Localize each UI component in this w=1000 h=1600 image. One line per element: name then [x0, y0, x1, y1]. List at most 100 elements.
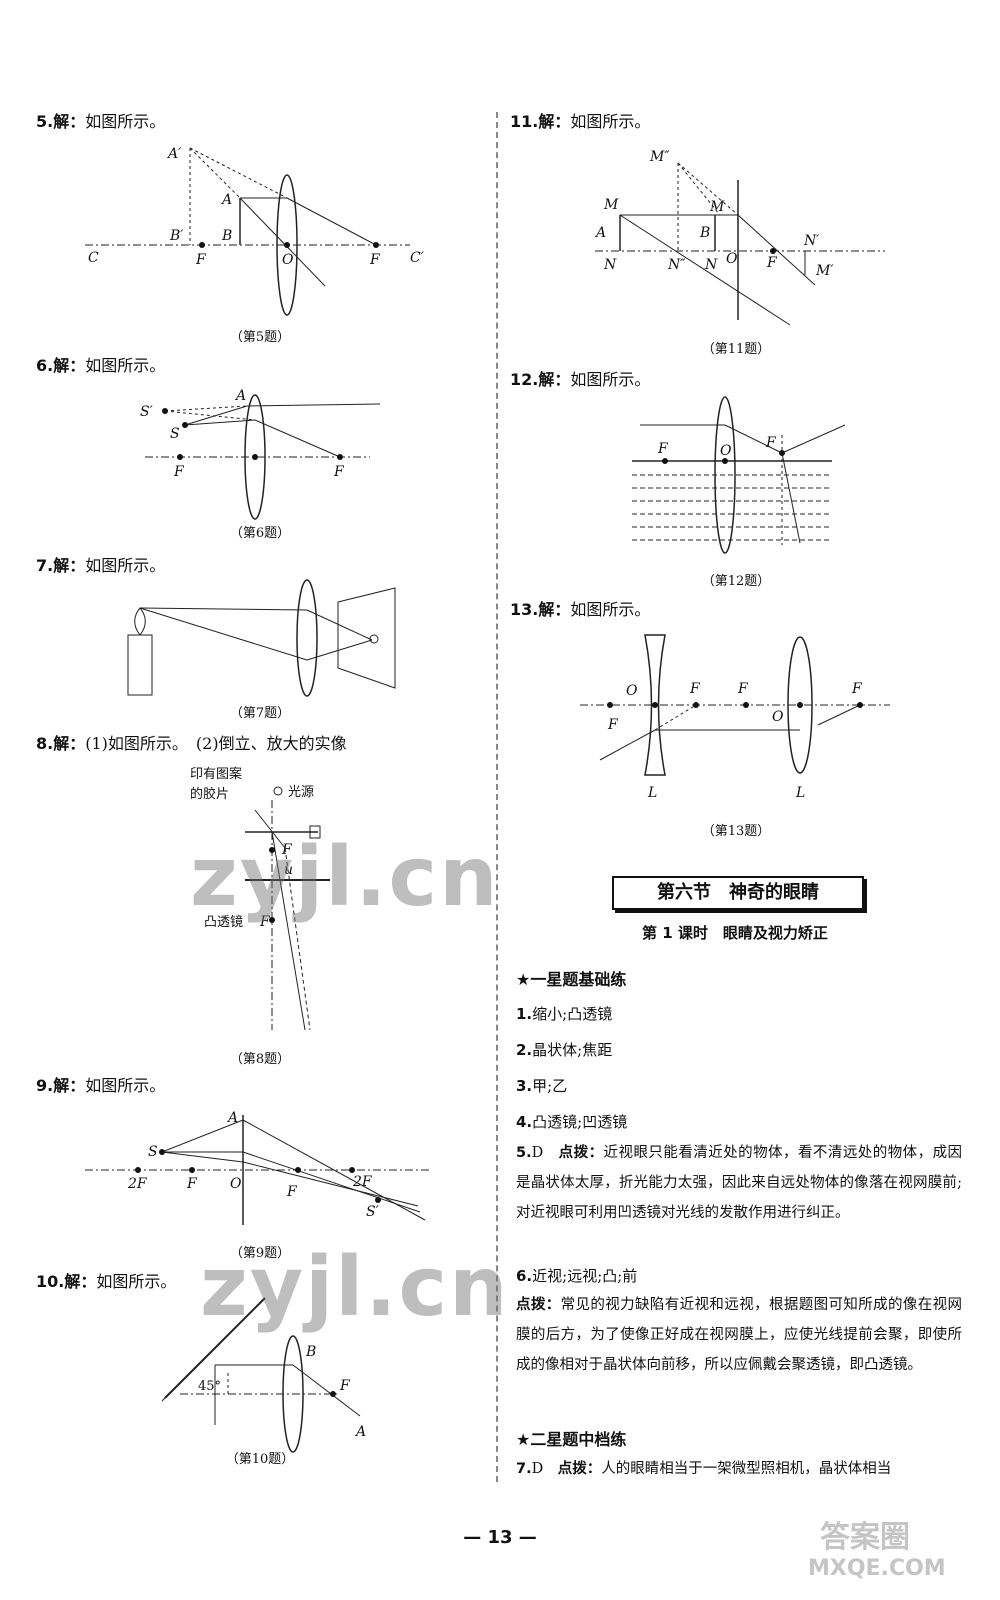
answer-2: 2.晶状体;焦距: [516, 1041, 613, 1059]
label-N-2: N: [704, 257, 718, 273]
label-N-prime: N′: [803, 233, 820, 249]
label-film-2: 的胶片: [190, 786, 229, 802]
label-A: A: [226, 1110, 238, 1126]
question-11: 11.解：如图所示。: [510, 112, 651, 131]
label-convex-lens: 凸透镜: [204, 915, 243, 930]
answer-6-hint: 点拨：常见的视力缺陷有近视和远视，根据题图可知所成的像在视网膜的后方，为了使像正…: [516, 1297, 963, 1373]
figure-7: [127, 579, 396, 697]
label-A: A: [234, 388, 246, 404]
watermark-mxqe: MXQE.COM: [808, 1556, 946, 1581]
label-B: B: [699, 225, 710, 241]
label-2F-left: 2F: [127, 1176, 148, 1192]
caption-11: （第11题）: [701, 342, 771, 357]
label-F2-left: F: [737, 681, 749, 697]
question-10: 10.解：如图所示。: [36, 1272, 177, 1291]
label-F: F: [339, 1378, 351, 1394]
label-F-left: F: [195, 252, 207, 268]
label-O: O: [230, 1176, 242, 1192]
figure-10: B F A 45°: [161, 1297, 366, 1453]
label-2F-right: 2F: [352, 1174, 373, 1190]
label-light-source: 光源: [288, 785, 314, 800]
figure-8: 印有图案 的胶片 光源 F u 凸透镜 F: [190, 767, 330, 1031]
left-column: 5.解：如图所示。 A′ A B′ B C F O F C′ （第5题） 6.解…: [0, 0, 495, 1600]
label-F-top: F: [281, 842, 293, 858]
label-O: O: [282, 252, 294, 268]
star-heading-medium: ★二星题中档练: [516, 1430, 627, 1449]
label-O2: O: [772, 709, 784, 725]
label-F-right: F: [286, 1184, 298, 1200]
label-F-left: F: [186, 1176, 198, 1192]
label-F-right: F: [333, 464, 345, 480]
label-A: A: [220, 192, 232, 208]
label-F-left: F: [173, 464, 185, 480]
label-O1: O: [626, 683, 638, 699]
figure-12: F O F: [632, 396, 846, 554]
figure-13: O F F O F F L L: [580, 634, 890, 801]
question-12: 12.解：如图所示。: [510, 370, 651, 389]
column-divider: [496, 112, 498, 1482]
label-O: O: [726, 251, 738, 267]
label-B: B: [305, 1344, 316, 1360]
label-L1: L: [647, 785, 657, 801]
caption-10: （第10题）: [225, 1452, 295, 1467]
caption-9: （第9题）: [229, 1246, 291, 1261]
label-C: C: [88, 250, 99, 266]
lesson-title: 第 1 课时 眼睛及视力矫正: [642, 924, 828, 942]
label-A: A: [354, 1424, 366, 1440]
label-F-bottom: F: [259, 914, 271, 930]
label-F-left: F: [657, 441, 669, 457]
question-7: 7.解：如图所示。: [36, 556, 166, 575]
label-M-mirror: M: [709, 199, 725, 215]
star-heading-basic: ★一星题基础练: [516, 970, 627, 989]
label-A-prime: A′: [166, 146, 182, 162]
label-A: A: [594, 225, 606, 241]
caption-5: （第5题）: [229, 330, 291, 345]
page-number: — 13 —: [463, 1527, 537, 1548]
label-B-prime: B′: [169, 228, 184, 244]
label-F: F: [766, 255, 778, 271]
caption-8: （第8题）: [229, 1052, 291, 1067]
question-9: 9.解：如图所示。: [36, 1076, 166, 1095]
answer-4: 4.凸透镜;凹透镜: [516, 1113, 628, 1131]
answer-6: 6.近视;远视;凸;前: [516, 1267, 638, 1285]
label-M-prime: M′: [815, 263, 834, 279]
caption-6: （第6题）: [229, 526, 291, 541]
caption-13: （第13题）: [701, 824, 771, 839]
label-M-dprime: M″: [649, 149, 670, 165]
watermark-zyjl-2: zyjl.cn: [200, 1240, 510, 1335]
figure-9: A S 2F F O F 2F S′: [85, 1110, 430, 1225]
label-F1-right: F: [689, 681, 701, 697]
question-6: 6.解：如图所示。: [36, 356, 166, 375]
label-u: u: [284, 862, 293, 878]
label-N-dprime: N″: [667, 257, 686, 273]
label-F2-right: F: [851, 681, 863, 697]
label-S: S: [170, 426, 180, 442]
label-B: B: [221, 228, 232, 244]
watermark-answer-circle: 答案圈: [820, 1520, 910, 1555]
answer-3: 3.甲;乙: [516, 1077, 568, 1095]
caption-7: （第7题）: [229, 706, 291, 721]
label-S-prime: S′: [140, 404, 154, 420]
label-C-prime: C′: [410, 250, 425, 266]
label-F-right: F: [369, 252, 381, 268]
label-angle-45: 45°: [198, 1379, 221, 1394]
watermark-zyjl-1: zyjl.cn: [190, 830, 500, 925]
label-N: N: [603, 257, 617, 273]
figure-5: A′ A B′ B C F O F C′: [85, 146, 425, 316]
section-title: 第六节 神奇的眼睛: [612, 876, 864, 910]
figure-6: S′ A S F F: [140, 388, 381, 520]
answer-7: 7.D 点拨：人的眼睛相当于一架微型照相机，晶状体相当: [516, 1461, 892, 1477]
label-O: O: [720, 443, 732, 459]
answer-1: 1.缩小;凸透镜: [516, 1005, 613, 1023]
label-S: S: [148, 1144, 158, 1160]
label-F-right: F: [765, 435, 777, 451]
figure-11: M″ M M A B N N″ N O F N′ M′: [594, 149, 885, 326]
answer-5: 5.D 点拨：近视眼只能看清近处的物体，看不清远处的物体，成因是晶状体太厚，折光…: [516, 1145, 963, 1221]
label-M: M: [603, 197, 619, 213]
label-film-1: 印有图案: [190, 767, 242, 782]
question-13: 13.解：如图所示。: [510, 600, 651, 619]
label-L2: L: [795, 785, 805, 801]
label-F1-left: F: [607, 717, 619, 733]
right-column: 11.解：如图所示。 M″ M M A B N N″ N O F N′ M′ （…: [500, 0, 1000, 1600]
label-S-prime: S′: [366, 1204, 380, 1220]
